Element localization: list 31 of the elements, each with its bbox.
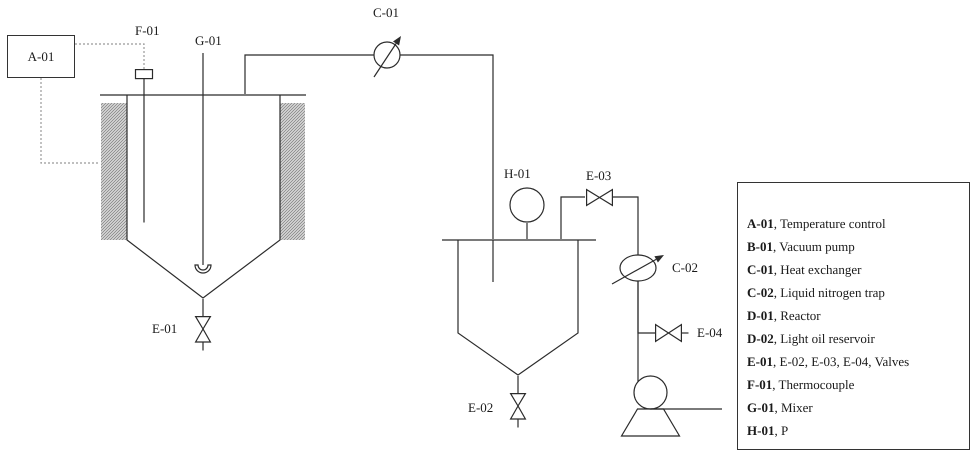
pipe-line [560, 196, 585, 239]
legend-entry: A-01, Temperature control [747, 216, 886, 231]
pipe-line [680, 408, 722, 410]
legend-entry: D-02, Light oil reservoir [747, 331, 875, 346]
pipe-line [244, 54, 374, 94]
equipment-tag: E-01 [152, 322, 178, 336]
equipment-tag: G-01 [195, 34, 222, 48]
legend-entry: F-01, Thermocouple [747, 377, 854, 392]
legend-entry: G-01, Mixer [747, 400, 813, 415]
legend-entry: D-01, Reactor [747, 308, 821, 323]
legend-entry: E-01, E-02, E-03, E-04, Valves [747, 354, 910, 369]
legend-entry: H-01, P [747, 423, 788, 438]
equipment-tag: E-03 [586, 169, 612, 183]
equipment-tag: C-02 [672, 261, 698, 275]
pipe-line [637, 281, 639, 382]
equipment-tag: E-02 [468, 401, 494, 415]
equipment-tag: E-04 [697, 326, 722, 340]
legend-entry: C-02, Liquid nitrogen trap [747, 285, 885, 300]
signal-line [40, 78, 100, 164]
legend-entry: B-01, Vacuum pump [747, 239, 855, 254]
pipe-line [613, 196, 639, 255]
signal-line [75, 43, 145, 69]
pipe-line [517, 376, 519, 393]
equipment-tag: F-01 [135, 24, 160, 38]
equipment-tag: C-01 [373, 6, 399, 20]
pipe-line [202, 299, 204, 316]
controller-box: A-01 [7, 35, 75, 78]
legend-entry: C-01, Heat exchanger [747, 262, 862, 277]
pipe-line [526, 223, 528, 239]
equipment-tag: H-01 [504, 167, 531, 181]
pipe-line [400, 54, 494, 239]
